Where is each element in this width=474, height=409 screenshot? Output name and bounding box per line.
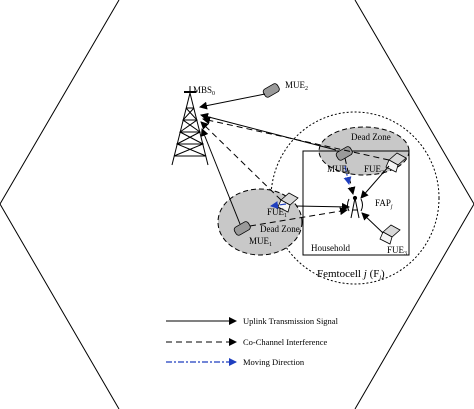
mue-left-label: MUE1 — [249, 236, 272, 248]
household-label: Household — [311, 243, 350, 253]
macrocell-boundary — [0, 0, 120, 409]
legend: Uplink Transmission Signal Co-Channel In… — [166, 316, 339, 367]
macrocell-boundary-right — [354, 0, 474, 409]
uplink-fue-bottom — [361, 212, 384, 234]
legend-dashdot-label: Moving Direction — [243, 357, 305, 367]
uplink-mue-left — [200, 128, 241, 225]
femtocell-coverage — [270, 111, 440, 285]
mue-mid-phone-icon — [335, 146, 353, 161]
mue-top-label: MUE2 — [285, 80, 308, 92]
legend-dashed-label: Co-Channel Interference — [243, 337, 327, 347]
fap-antenna-icon — [347, 195, 363, 219]
mue-left-phone-icon — [233, 221, 251, 236]
fue-left-laptop-icon — [277, 192, 299, 213]
fue-left-label: FUE1 — [267, 207, 287, 219]
mue-mid-label: MUE3 — [327, 164, 350, 176]
mue-top-phone-icon — [262, 83, 280, 98]
mbs-tower-icon — [171, 86, 209, 166]
fue-right-label: FUE2 — [364, 164, 384, 176]
fue-bottom-laptop-icon — [379, 224, 401, 245]
uplink-fue-right — [360, 165, 390, 199]
mbs-label: MBS0 — [193, 85, 215, 97]
fue-right-laptop-icon — [385, 152, 407, 173]
fap-label: FAPj — [375, 198, 393, 210]
interference-fue-right — [202, 116, 390, 161]
moving-mue-left — [270, 201, 287, 210]
interference-mue-mid — [344, 157, 356, 195]
fue-bottom-label: FUE3 — [387, 245, 407, 257]
legend-solid-label: Uplink Transmission Signal — [243, 316, 339, 326]
interference-fue-left — [200, 121, 282, 201]
uplink-mue-top — [199, 93, 266, 110]
interference-mue-left — [249, 207, 348, 227]
household-boundary — [302, 150, 410, 256]
uplink-fue-left — [295, 202, 350, 211]
uplink-mue-mid — [200, 112, 337, 151]
moving-mue-mid — [343, 165, 352, 185]
femtocell-label: Femtocell j (Fj) — [317, 268, 385, 281]
dead-zone-left-label: Dead Zone — [260, 224, 300, 234]
dead-zone-top-label: Dead Zone — [351, 132, 391, 142]
